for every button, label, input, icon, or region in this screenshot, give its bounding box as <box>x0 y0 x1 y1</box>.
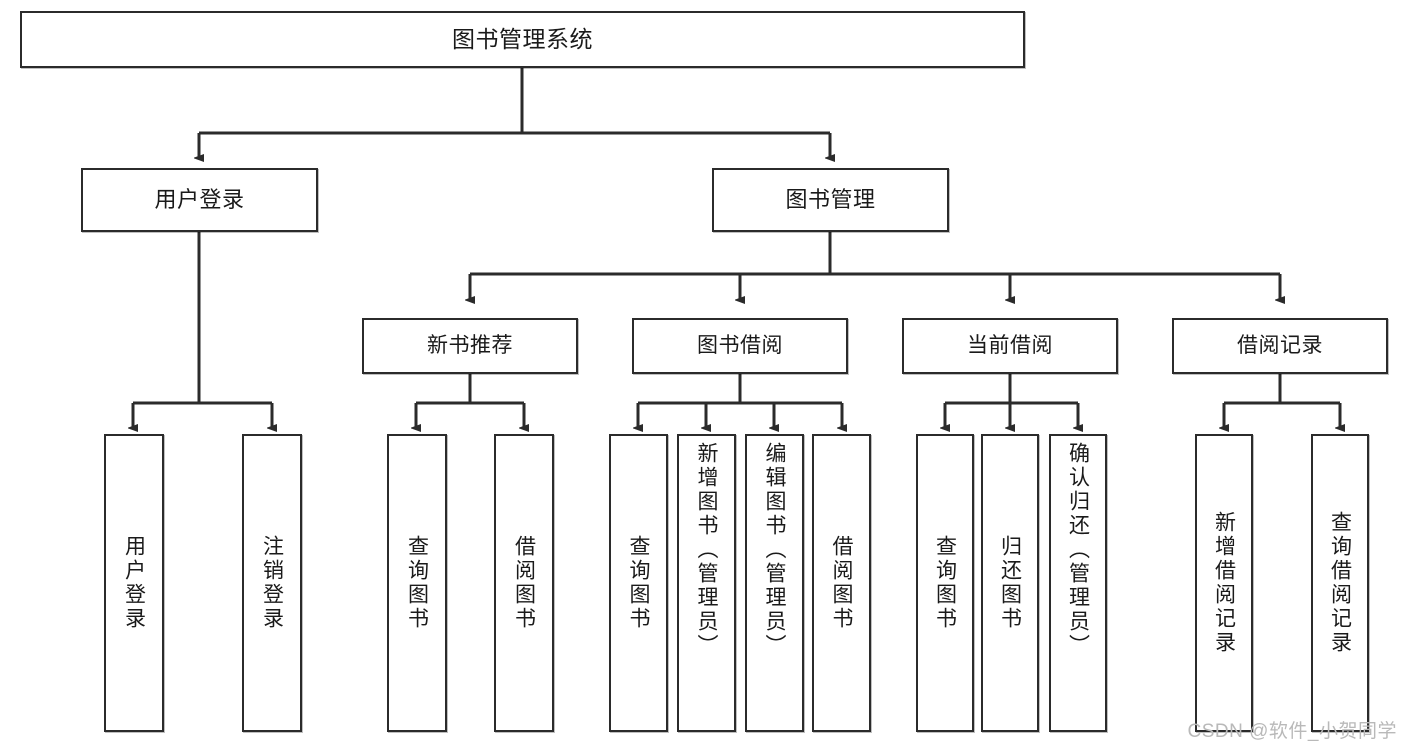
leaf-new-book-0-label: 查询图书 <box>405 535 429 631</box>
leaf-book-borrow-0-label: 查询图书 <box>627 535 650 631</box>
leaf-current-borrow-0[interactable]: 查询图书 <box>916 434 974 732</box>
leaf-user-login-1[interactable]: 注销登录 <box>242 434 302 732</box>
leaf-user-login-1-label: 注销登录 <box>260 535 284 631</box>
node-user-login[interactable]: 用户登录 <box>81 168 318 232</box>
connector-current-borrow-to-leaves <box>945 374 1078 428</box>
node-new-book-recommend-label: 新书推荐 <box>427 333 513 357</box>
leaf-user-login-0[interactable]: 用户登录 <box>104 434 164 732</box>
node-book-management[interactable]: 图书管理 <box>712 168 949 232</box>
leaf-book-borrow-2-label: 编辑图书（管理员） <box>763 442 786 658</box>
connector-new-book-to-leaves <box>416 374 524 428</box>
leaf-borrow-record-1-label: 查询借阅记录 <box>1328 511 1352 655</box>
leaf-book-borrow-1[interactable]: 新增图书（管理员） <box>677 434 736 732</box>
node-current-borrow-label: 当前借阅 <box>967 333 1053 357</box>
leaf-book-borrow-1-label: 新增图书（管理员） <box>695 442 718 658</box>
node-borrow-record[interactable]: 借阅记录 <box>1172 318 1388 374</box>
leaf-new-book-0[interactable]: 查询图书 <box>387 434 447 732</box>
node-book-management-label: 图书管理 <box>785 187 876 213</box>
node-root-system[interactable]: 图书管理系统 <box>20 11 1025 68</box>
leaf-book-borrow-2[interactable]: 编辑图书（管理员） <box>745 434 804 732</box>
leaf-user-login-0-label: 用户登录 <box>122 535 146 631</box>
connector-book-mgmt-to-level3 <box>470 232 1280 300</box>
leaf-current-borrow-2[interactable]: 确认归还（管理员） <box>1049 434 1107 732</box>
leaf-new-book-1[interactable]: 借阅图书 <box>494 434 554 732</box>
connector-borrow-record-to-leaves <box>1224 374 1340 428</box>
connector-root-to-level2 <box>199 68 830 158</box>
node-book-borrow[interactable]: 图书借阅 <box>632 318 848 374</box>
leaf-borrow-record-0-label: 新增借阅记录 <box>1212 511 1236 655</box>
node-user-login-label: 用户登录 <box>154 187 245 213</box>
leaf-borrow-record-0[interactable]: 新增借阅记录 <box>1195 434 1253 732</box>
node-current-borrow[interactable]: 当前借阅 <box>902 318 1118 374</box>
connector-book-borrow-to-leaves <box>638 374 842 428</box>
connector-user-login-to-leaves <box>133 232 272 428</box>
node-borrow-record-label: 借阅记录 <box>1237 333 1323 357</box>
leaf-new-book-1-label: 借阅图书 <box>512 535 536 631</box>
leaf-current-borrow-2-label: 确认归还（管理员） <box>1066 442 1090 658</box>
leaf-current-borrow-1[interactable]: 归还图书 <box>981 434 1039 732</box>
leaf-book-borrow-3[interactable]: 借阅图书 <box>812 434 871 732</box>
leaf-borrow-record-1[interactable]: 查询借阅记录 <box>1311 434 1369 732</box>
leaf-current-borrow-0-label: 查询图书 <box>933 535 957 631</box>
leaf-book-borrow-0[interactable]: 查询图书 <box>609 434 668 732</box>
node-book-borrow-label: 图书借阅 <box>697 333 783 357</box>
leaf-current-borrow-1-label: 归还图书 <box>998 535 1022 631</box>
node-root-label: 图书管理系统 <box>452 25 593 52</box>
node-new-book-recommend[interactable]: 新书推荐 <box>362 318 578 374</box>
leaf-book-borrow-3-label: 借阅图书 <box>830 535 853 631</box>
